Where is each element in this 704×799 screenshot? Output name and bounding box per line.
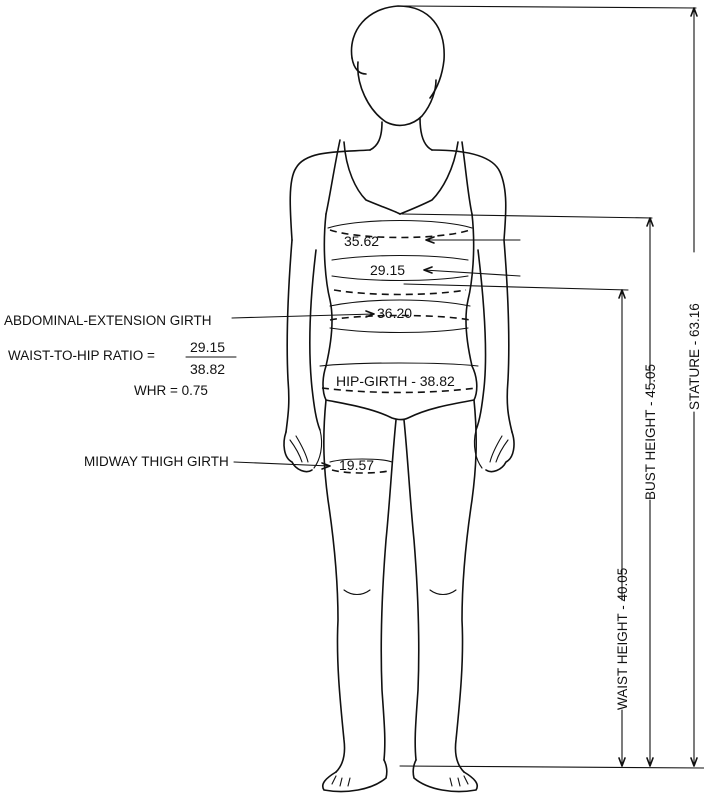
- thigh-girth-value: 19.57: [339, 457, 374, 473]
- ratio-denominator: 38.82: [190, 361, 225, 377]
- leader-lines: [232, 6, 704, 768]
- bust-height-label: BUST HEIGHT - 45.05: [643, 364, 658, 500]
- hip-girth-label: HIP-GIRTH - 38.82: [336, 373, 455, 389]
- abdominal-girth-value: 36.20: [377, 305, 412, 321]
- ratio-numerator: 29.15: [190, 339, 225, 355]
- girth-bands: [320, 221, 478, 474]
- height-dimension-lines: [619, 8, 697, 766]
- waist-girth-value: 29.15: [370, 262, 405, 278]
- waist-to-hip-ratio-label: WAIST-TO-HIP RATIO =: [8, 348, 155, 363]
- bust-girth-value: 35.62: [344, 233, 379, 249]
- waist-height-label: WAIST HEIGHT - 40.05: [615, 568, 630, 710]
- human-figure-outline: [284, 6, 514, 792]
- whr-label: WHR = 0.75: [134, 383, 208, 398]
- midway-thigh-girth-label: MIDWAY THIGH GIRTH: [84, 454, 229, 469]
- abdominal-extension-girth-label: ABDOMINAL-EXTENSION GIRTH: [4, 313, 212, 328]
- stature-label: STATURE - 63.16: [687, 303, 702, 410]
